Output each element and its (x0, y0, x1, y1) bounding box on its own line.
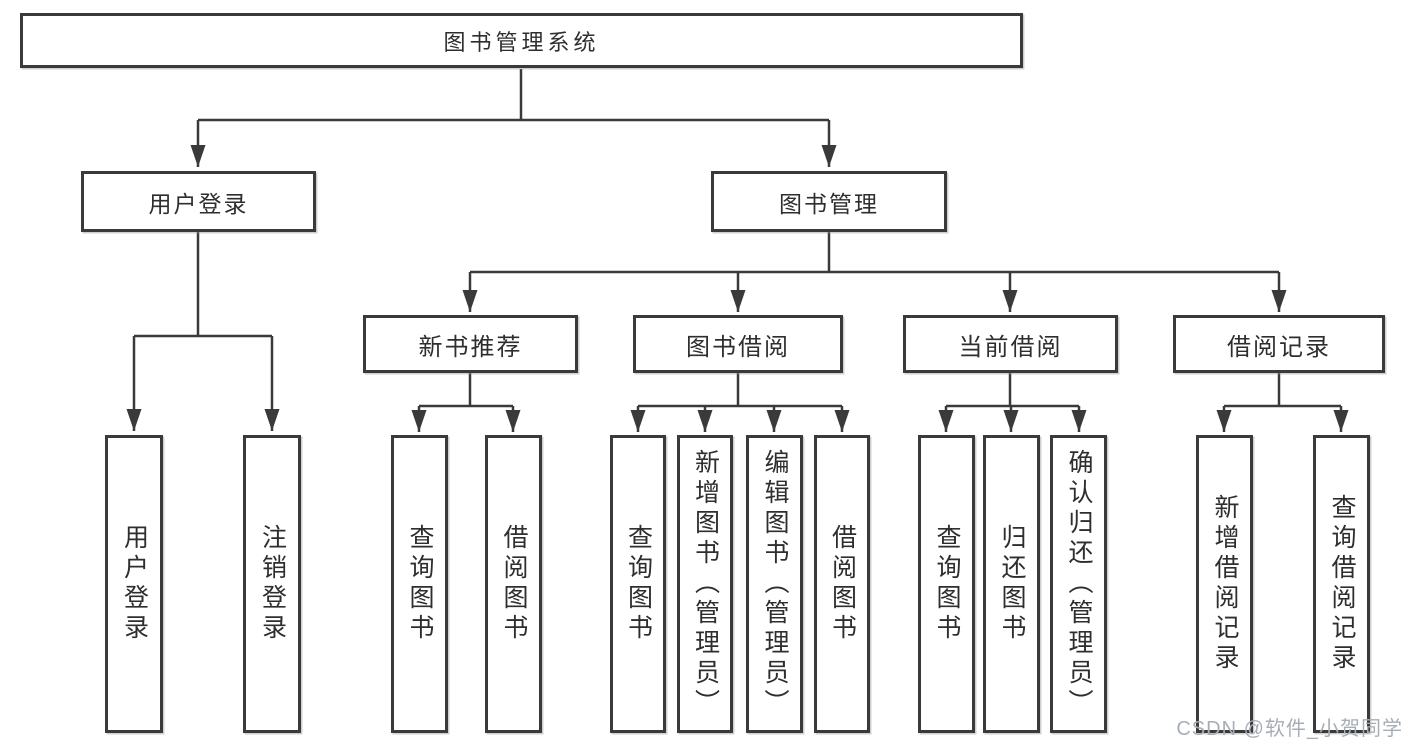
node-new-book-recommend: 新书推荐 (363, 315, 578, 373)
leaf-logout: 注销登录 (243, 435, 301, 733)
node-label: 用户登录 (148, 190, 249, 217)
csdn-watermark: CSDN @软件_小贺同学 (1176, 718, 1403, 740)
node-label: 查询借阅记录 (1328, 494, 1356, 674)
connector-root-to-level2 (190, 69, 837, 167)
node-library-management-system: 图书管理系统 (20, 13, 1023, 68)
leaf-confirm-return-admin: 确认归还（管理员） (1050, 435, 1107, 733)
node-label: 图书管理系统 (443, 29, 600, 55)
connector-user-login-children (126, 232, 280, 431)
leaf-add-books-admin: 新增图书（管理员） (677, 435, 733, 733)
leaf-query-books: 查询图书 (610, 435, 666, 733)
leaf-add-borrow-record: 新增借阅记录 (1196, 435, 1253, 733)
node-label: 借阅图书 (828, 524, 857, 644)
node-label: 借阅图书 (500, 524, 528, 644)
node-label: 图书管理 (779, 190, 879, 217)
node-label: 当前借阅 (958, 333, 1063, 361)
connector-book-mgmt-children (462, 232, 1287, 312)
node-label: 新书推荐 (418, 333, 523, 361)
node-label: 查询图书 (933, 524, 961, 644)
node-label: 查询图书 (624, 524, 653, 644)
leaf-query-borrow-record: 查询借阅记录 (1313, 435, 1370, 733)
node-label: 借阅记录 (1227, 333, 1331, 361)
node-label: 查询图书 (406, 524, 434, 644)
leaf-user-login: 用户登录 (105, 435, 163, 733)
leaf-edit-books-admin: 编辑图书（管理员） (746, 435, 803, 733)
node-user-login: 用户登录 (81, 171, 316, 232)
node-label: 图书借阅 (686, 333, 790, 361)
node-book-management: 图书管理 (711, 171, 947, 232)
connector-borrow-rec-children (1216, 373, 1349, 432)
leaf-query-books: 查询图书 (918, 435, 975, 733)
leaf-borrow-books: 借阅图书 (485, 435, 542, 733)
leaf-query-books: 查询图书 (391, 435, 448, 733)
node-label: 新增借阅记录 (1211, 494, 1239, 674)
node-label: 用户登录 (120, 524, 149, 644)
connector-new-rec-children (411, 373, 521, 432)
leaf-return-books: 归还图书 (983, 435, 1040, 733)
node-borrowing-records: 借阅记录 (1173, 315, 1385, 373)
connector-cur-borrow-children (938, 373, 1087, 432)
connector-book-borrow-children (630, 373, 850, 432)
node-label: 确认归还（管理员） (1065, 449, 1093, 719)
leaf-borrow-books: 借阅图书 (814, 435, 870, 733)
node-label: 注销登录 (258, 524, 287, 644)
node-label: 编辑图书（管理员） (761, 449, 789, 719)
node-book-borrowing: 图书借阅 (633, 315, 843, 373)
node-label: 归还图书 (998, 524, 1026, 644)
node-current-borrowing: 当前借阅 (903, 315, 1118, 373)
node-label: 新增图书（管理员） (691, 449, 720, 719)
